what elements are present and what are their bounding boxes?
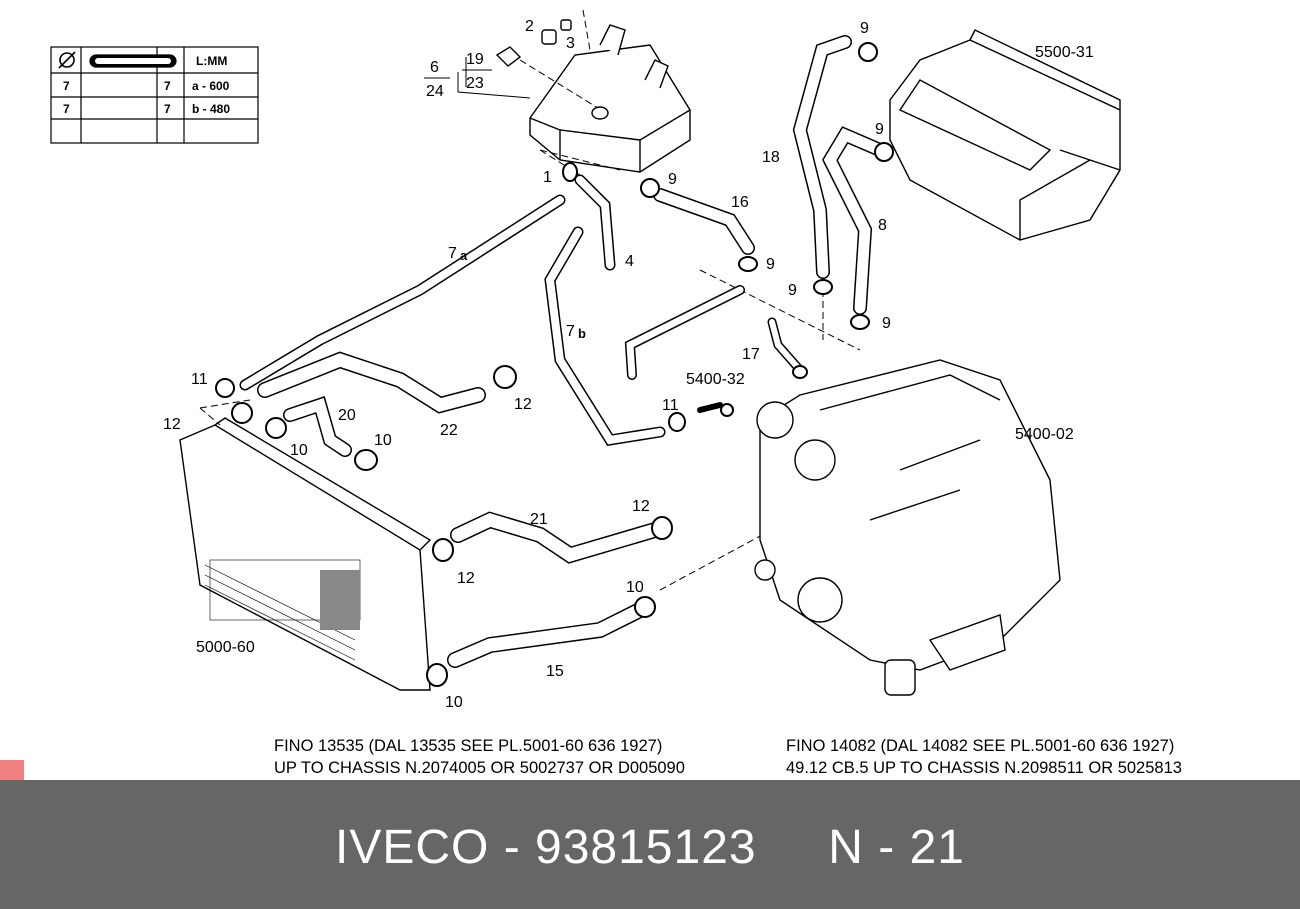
callout-12-hose21-left: 12 bbox=[457, 570, 475, 587]
callout-1: 1 bbox=[543, 169, 552, 186]
note-left-line2: UP TO CHASSIS N.2074005 OR 5002737 OR D0… bbox=[274, 759, 685, 777]
radiator bbox=[179, 417, 432, 691]
callout-12-hose22: 12 bbox=[514, 396, 532, 413]
heater-unit bbox=[889, 29, 1121, 241]
callout-9-heater-top: 9 bbox=[860, 20, 869, 37]
table-row1-ref: 7 bbox=[63, 79, 70, 93]
table-unit-header: L:MM bbox=[196, 54, 227, 68]
table-row1-qty: 7 bbox=[164, 79, 171, 93]
callout-17: 17 bbox=[742, 346, 760, 363]
callout-8: 8 bbox=[878, 217, 887, 234]
callout-7a-suffix: a bbox=[460, 248, 468, 263]
corner-marker bbox=[0, 760, 24, 780]
expansion-tank bbox=[529, 24, 691, 173]
callout-9-hose18-end: 9 bbox=[788, 282, 797, 299]
callout-22: 22 bbox=[440, 422, 458, 439]
callout-21: 21 bbox=[530, 511, 548, 528]
callout-10-left: 10 bbox=[290, 442, 308, 459]
callout-11-hose7b: 11 bbox=[662, 397, 679, 414]
callout-9-hose8-end: 9 bbox=[882, 315, 891, 332]
hoses bbox=[239, 35, 887, 668]
length-table bbox=[50, 46, 259, 144]
engine bbox=[754, 359, 1061, 696]
table-row2-length: b - 480 bbox=[192, 102, 230, 116]
callout-10-hose15-right: 10 bbox=[626, 579, 644, 596]
callout-9-heater-mid: 9 bbox=[875, 121, 884, 138]
callout-5400-32: 5400-32 bbox=[686, 371, 745, 388]
note-left-line1: FINO 13535 (DAL 13535 SEE PL.5001-60 636… bbox=[274, 737, 663, 755]
table-row2-qty: 7 bbox=[164, 102, 171, 116]
diameter-icon bbox=[59, 52, 75, 68]
callout-9-tee: 9 bbox=[766, 256, 775, 273]
footer-banner: IVECO - 93815123 N - 21 bbox=[0, 780, 1300, 909]
callout-2: 2 bbox=[525, 18, 534, 35]
note-right-line2: 49.12 CB.5 UP TO CHASSIS N.2098511 OR 50… bbox=[786, 759, 1182, 777]
callout-10-hose20: 10 bbox=[374, 432, 392, 449]
tank-cap-parts bbox=[495, 19, 572, 67]
callout-16: 16 bbox=[731, 194, 749, 211]
table-row1-length: a - 600 bbox=[192, 79, 230, 93]
callout-5000-60: 5000-60 bbox=[196, 639, 255, 656]
callout-15: 15 bbox=[546, 663, 564, 680]
callout-19: 19 bbox=[466, 51, 484, 68]
callout-7a: 7 bbox=[448, 245, 457, 262]
callout-7b-suffix: b bbox=[578, 326, 586, 341]
callout-11-left: 11 bbox=[191, 371, 208, 388]
applicability-note-left: FINO 13535 (DAL 13535 SEE PL.5001-60 636… bbox=[274, 735, 685, 779]
note-right-line1: FINO 14082 (DAL 14082 SEE PL.5001-60 636… bbox=[786, 737, 1175, 755]
callout-10-hose15-left: 10 bbox=[445, 694, 463, 711]
callout-20: 20 bbox=[338, 407, 356, 424]
callout-6: 6 bbox=[430, 59, 439, 76]
callout-5500-31: 5500-31 bbox=[1035, 44, 1094, 61]
callout-9-tank: 9 bbox=[668, 171, 677, 188]
footer-part-number: IVECO - 93815123 N - 21 bbox=[335, 821, 965, 874]
hose-clamps bbox=[215, 42, 894, 687]
table-row2-ref: 7 bbox=[63, 102, 70, 116]
parts-diagram: L:MM 7 7 a - 600 7 7 b - 480 bbox=[50, 9, 1121, 711]
callout-5400-02: 5400-02 bbox=[1015, 426, 1074, 443]
callout-12-left: 12 bbox=[163, 416, 181, 433]
callout-18: 18 bbox=[762, 149, 780, 166]
callout-4: 4 bbox=[625, 253, 634, 270]
callout-24: 24 bbox=[426, 83, 444, 100]
callout-7b: 7 bbox=[566, 323, 575, 340]
callout-3: 3 bbox=[566, 35, 575, 52]
callout-12-hose21-right: 12 bbox=[632, 498, 650, 515]
applicability-note-right: FINO 14082 (DAL 14082 SEE PL.5001-60 636… bbox=[786, 735, 1182, 779]
callout-23: 23 bbox=[466, 75, 484, 92]
